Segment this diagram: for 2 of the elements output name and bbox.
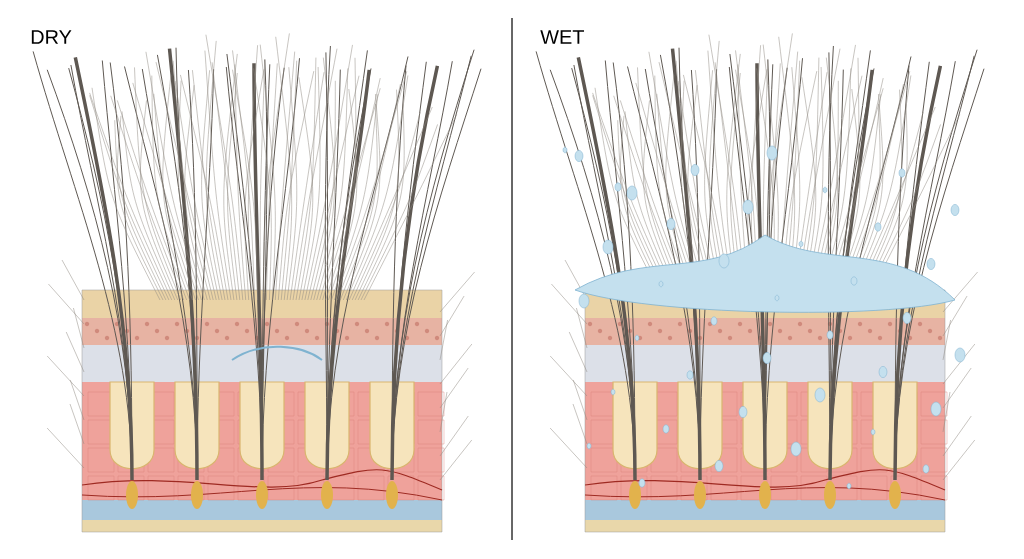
panel-label: WET	[540, 30, 584, 44]
panel-label: DRY	[31, 30, 72, 44]
